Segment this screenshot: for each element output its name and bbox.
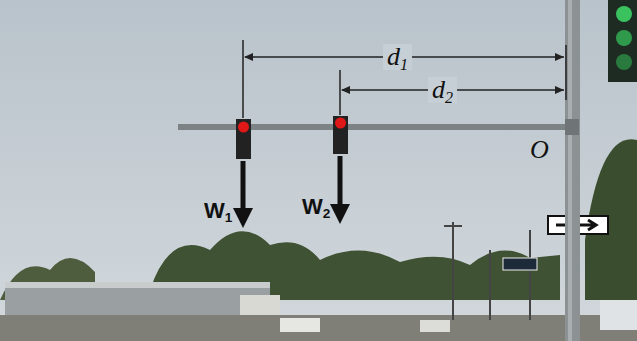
dimension-label: d2 xyxy=(428,77,457,103)
force-label: W2 xyxy=(302,196,330,218)
pivot-label: O xyxy=(530,137,549,163)
force-label: W1 xyxy=(204,200,232,222)
dimension-label: d1 xyxy=(383,44,412,70)
